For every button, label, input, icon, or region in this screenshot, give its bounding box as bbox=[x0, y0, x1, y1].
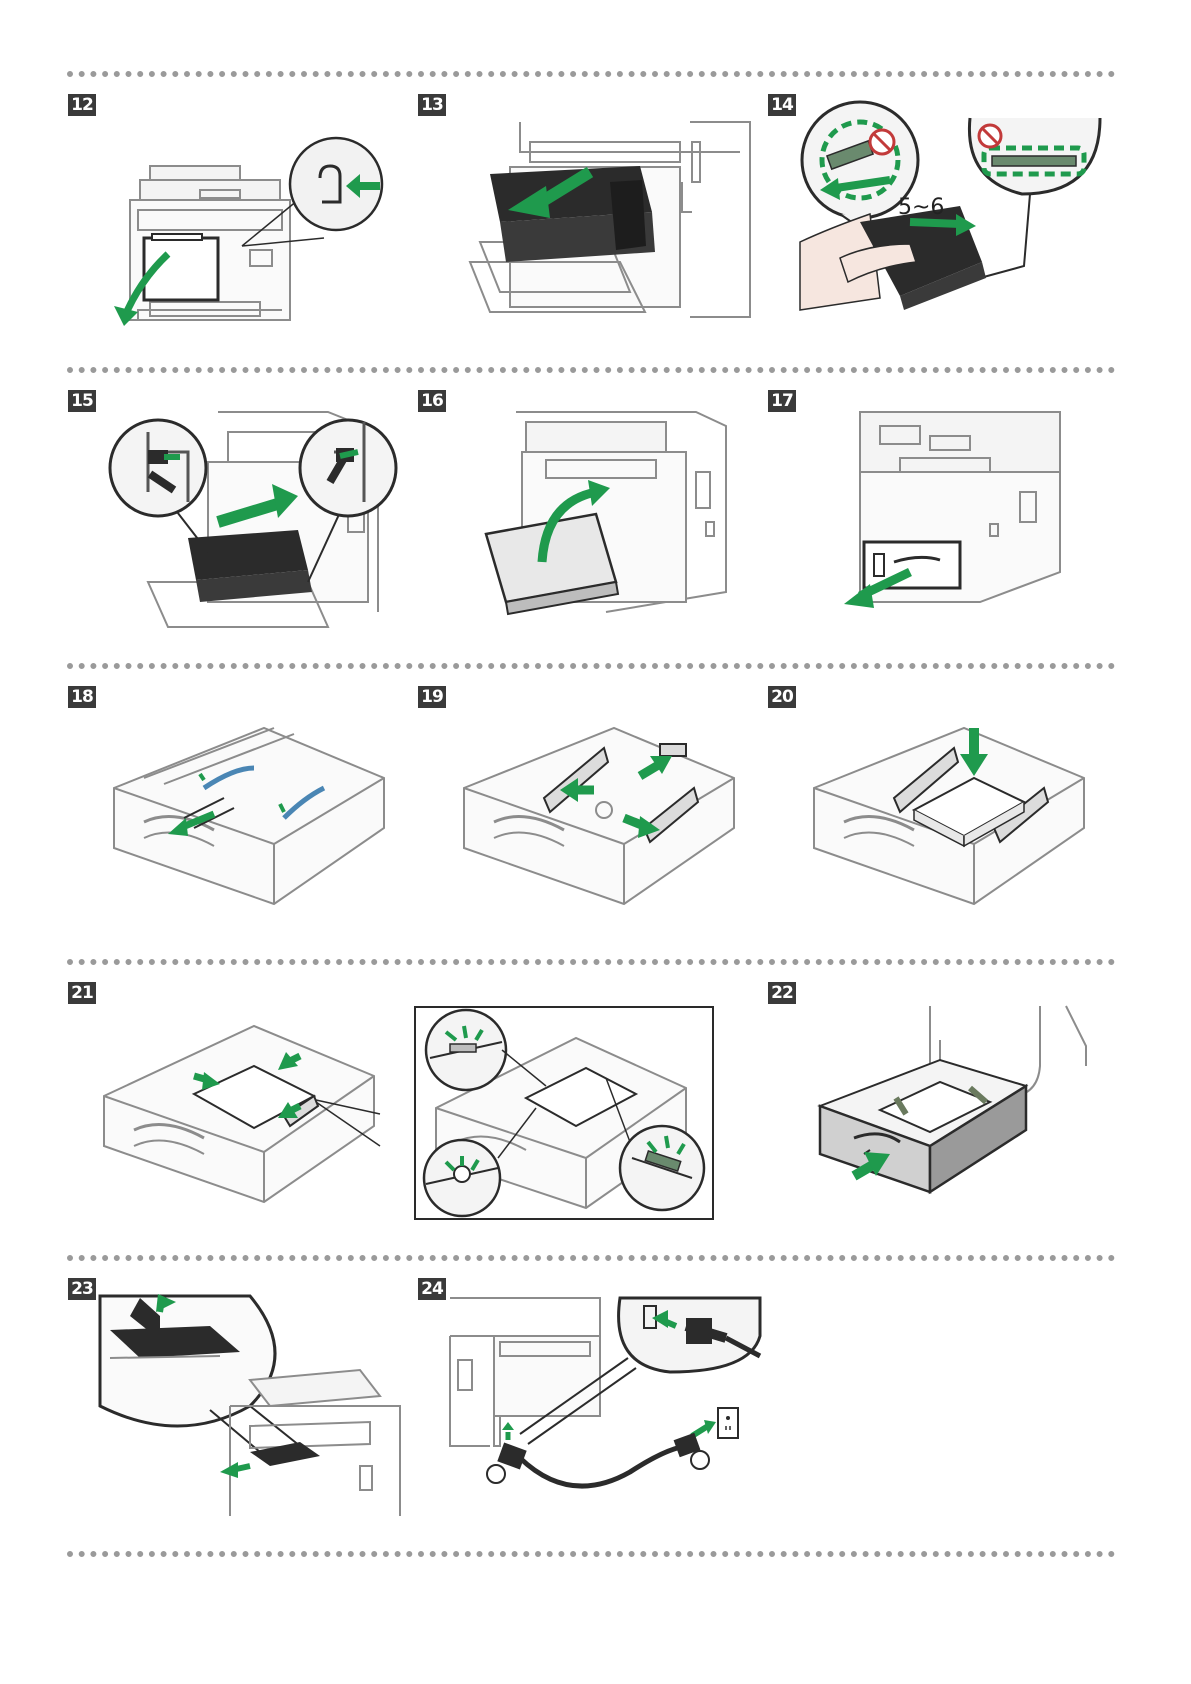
detail-inset bbox=[414, 1006, 714, 1220]
step-number-badge: 19 bbox=[418, 686, 446, 708]
illustration-load-paper bbox=[814, 728, 1084, 908]
illustration-adjust-guides-to-paper bbox=[104, 1026, 384, 1206]
illustration-insert-toner-cartridge bbox=[108, 412, 398, 632]
illustration-shake-toner-cartridge: 5~6 bbox=[800, 118, 1100, 328]
separator bbox=[66, 662, 1126, 670]
illustration-open-front-cover bbox=[110, 130, 390, 330]
step-number-badge: 20 bbox=[768, 686, 796, 708]
illustration-slide-paper-guides bbox=[464, 728, 734, 908]
separator bbox=[66, 958, 1126, 966]
arrow-icon bbox=[502, 1422, 514, 1430]
step-number-badge: 23 bbox=[68, 1278, 96, 1300]
illustration-connect-power-cord bbox=[450, 1296, 760, 1516]
step-number-badge: 14 bbox=[768, 94, 796, 116]
step-number-badge: 22 bbox=[768, 982, 796, 1004]
wall-outlet-icon bbox=[718, 1408, 738, 1438]
step-number-badge: 12 bbox=[68, 94, 96, 116]
step-number-badge: 21 bbox=[68, 982, 96, 1004]
step-number-badge: 16 bbox=[418, 390, 446, 412]
power-plug-icon bbox=[686, 1318, 712, 1344]
step-number-badge: 13 bbox=[418, 94, 446, 116]
separator bbox=[66, 70, 1126, 78]
illustration-open-output-stopper bbox=[100, 1296, 400, 1516]
step-number-badge: 24 bbox=[418, 1278, 446, 1300]
power-plug-icon bbox=[497, 1442, 526, 1469]
shake-count-label: 5~6 bbox=[898, 195, 944, 220]
step-number-badge: 17 bbox=[768, 390, 796, 412]
illustration-remove-toner-cartridge bbox=[470, 122, 750, 322]
step-number-badge: 15 bbox=[68, 390, 96, 412]
illustration-push-tray-in bbox=[820, 1006, 1100, 1206]
step-number-badge: 18 bbox=[68, 686, 96, 708]
illustration-pull-out-paper-tray bbox=[840, 412, 1080, 612]
separator bbox=[66, 1254, 1126, 1262]
separator bbox=[66, 1550, 1126, 1558]
illustration-close-front-cover bbox=[486, 412, 746, 612]
separator bbox=[66, 366, 1126, 374]
illustration-remove-tray-tape bbox=[114, 728, 384, 908]
